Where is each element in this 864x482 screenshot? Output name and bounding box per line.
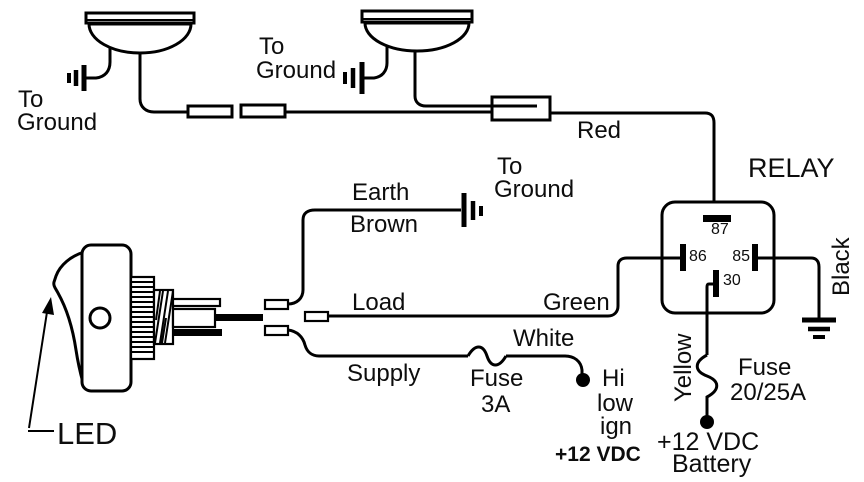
relay-pin-30-blade	[713, 270, 719, 297]
label-supply: Supply	[347, 360, 420, 387]
bullet-connector-load	[303, 310, 330, 323]
lamp-right-ground-wire	[363, 46, 389, 80]
inline-fuse-holder	[490, 95, 552, 122]
ground-symbol-relay	[802, 317, 836, 339]
battery-line1: +12 VDC	[657, 428, 759, 456]
label-load: Load	[352, 289, 405, 316]
lamp-right-feed-wire	[413, 47, 492, 108]
battery-terminal-dot	[700, 415, 714, 429]
label-red: Red	[577, 117, 621, 144]
terminal-shaft	[215, 314, 263, 321]
bullet-connector-1	[186, 104, 234, 119]
wire-white	[506, 354, 584, 374]
fuse-20-25a-line2: 20/25A	[730, 379, 806, 406]
to-ground-3-line2: Ground	[494, 176, 574, 203]
fuse-holder-body	[490, 95, 552, 122]
ignition-terminal-dot	[576, 373, 590, 387]
to-ground-label-2: To Ground	[256, 33, 336, 84]
ground-symbol-lamp-left	[67, 65, 87, 91]
label-green: Green	[543, 289, 610, 316]
to-ground-2-line2: Ground	[256, 57, 336, 84]
bullet-connector-earth	[263, 298, 290, 311]
wire-load-green	[328, 256, 680, 318]
label-yellow: Yellow	[670, 333, 697, 402]
lamp-left-ground-wire	[84, 48, 112, 80]
lamp-left-feed-wire	[138, 52, 188, 114]
relay-pin-85-blade	[752, 244, 758, 271]
wire-red	[550, 111, 716, 216]
lamp-left-reflector	[87, 22, 193, 55]
ignition-label: Hi low ign +12 VDC	[555, 365, 641, 466]
rocker-paddle	[52, 249, 86, 387]
fog-lamp-right	[360, 9, 492, 108]
relay-pin-85-label: 85	[732, 248, 750, 265]
fuse-20-25a-label: Fuse 20/25A	[730, 354, 806, 406]
label-brown: Brown	[350, 211, 418, 238]
to-ground-1-line1: To	[18, 86, 43, 113]
ground-symbol-lamp-right	[343, 62, 365, 94]
relay-title: RELAY	[748, 153, 835, 183]
lamp-right-base-bar	[360, 9, 474, 24]
to-ground-label-1: To Ground	[17, 86, 97, 136]
to-ground-1-line2: Ground	[17, 109, 97, 136]
lamp-left-base-bar	[84, 11, 196, 25]
wire-yellow	[705, 282, 713, 355]
ignition-line2: low	[597, 390, 634, 417]
relay: 87 86 85 30	[660, 200, 776, 315]
fuse-3a-line1: Fuse	[470, 365, 523, 392]
fog-lamp-left	[84, 11, 196, 114]
fuse-20-25a-symbol	[695, 353, 719, 416]
ignition-line1: Hi	[602, 365, 625, 392]
led-pointer-line	[28, 311, 54, 432]
label-white: White	[513, 325, 574, 352]
wire-supply	[287, 328, 468, 358]
terminal-blade-bottom	[173, 329, 222, 336]
terminal-blade-top	[171, 297, 222, 308]
bullet-connector-supply	[263, 324, 290, 337]
threaded-collar-ribs	[131, 281, 154, 353]
led-callout: LED	[28, 297, 117, 451]
led-indicator-window	[88, 306, 112, 330]
fuse-3a-line2: 3A	[481, 391, 510, 418]
rocker-switch	[52, 243, 263, 393]
bullet-connector-2	[239, 103, 287, 119]
fuse-3a-symbol	[466, 345, 508, 367]
lamp-right-reflector	[363, 21, 471, 53]
relay-pin-86-label: 86	[689, 248, 707, 265]
wire-earth-brown	[287, 208, 461, 306]
relay-pin-86-blade	[680, 244, 686, 271]
relay-pin-30-label: 30	[723, 272, 741, 289]
relay-pin-87-blade	[703, 215, 731, 222]
ignition-line3: ign	[600, 413, 632, 440]
battery-line2: Battery	[672, 450, 752, 478]
wire-black	[758, 256, 821, 318]
battery-label: +12 VDC Battery	[657, 428, 759, 478]
fuse-3a-label: Fuse 3A	[470, 365, 523, 418]
mounting-nut-hatch	[154, 290, 174, 344]
label-led: LED	[57, 416, 117, 451]
relay-pin-87-label: 87	[711, 221, 729, 238]
label-earth: Earth	[352, 179, 409, 206]
fuse-20-25a-line1: Fuse	[738, 354, 791, 381]
to-ground-2-line1: To	[259, 33, 284, 60]
led-pointer-arrowhead	[42, 297, 54, 315]
label-black: Black	[828, 236, 855, 296]
ignition-voltage: +12 VDC	[555, 443, 641, 466]
ground-symbol-earth	[461, 193, 483, 227]
to-ground-label-3: To Ground	[494, 153, 574, 203]
to-ground-3-line1: To	[497, 153, 522, 180]
terminal-blade-middle	[171, 307, 217, 329]
